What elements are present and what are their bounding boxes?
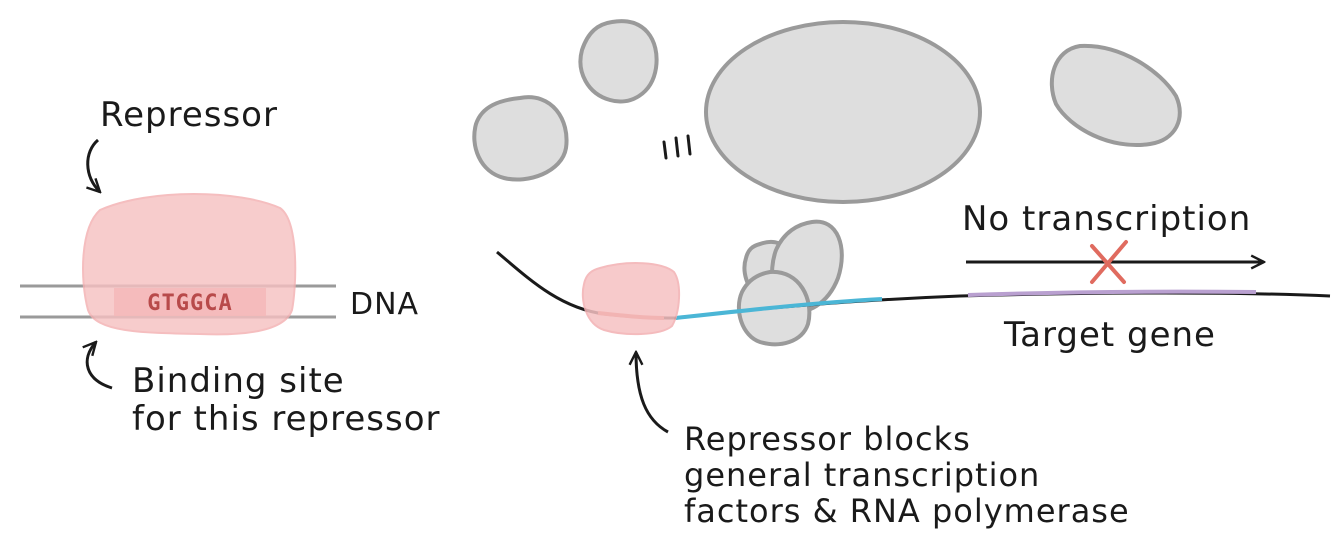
repressor-arrow — [88, 138, 100, 192]
blocks-label-line1: Repressor blocks — [684, 420, 971, 458]
binding-site-arrow — [87, 342, 113, 390]
right-panel: No transcription Target gene Repressor b… — [472, 19, 1331, 530]
binding-motif-text: GTGGCA — [147, 291, 232, 316]
rna-polymerase-blob — [704, 20, 982, 204]
protein-blob-small-left — [472, 95, 569, 182]
motion-marks — [662, 134, 692, 160]
blocked-x-icon — [1090, 240, 1128, 284]
target-gene-segment — [967, 289, 1257, 297]
target-gene-label: Target gene — [1003, 315, 1216, 355]
left-panel: GTGGCA Repressor DNA Binding site for th… — [20, 95, 441, 439]
promoter-segment — [675, 297, 883, 320]
bound-repressor-blob — [581, 262, 680, 336]
dna-label: DNA — [350, 287, 419, 322]
protein-blob-small-top — [578, 19, 659, 104]
binding-site-label-line2: for this repressor — [132, 399, 441, 439]
blocks-label-line3: factors & RNA polymerase — [684, 492, 1130, 530]
repressor-label: Repressor — [100, 95, 278, 135]
repressor-blob — [82, 193, 297, 336]
no-transcription-label: No transcription — [962, 199, 1251, 239]
blocks-label-line2: general transcription — [684, 456, 1040, 494]
protein-blob-right — [1049, 43, 1182, 147]
binding-site-label-line1: Binding site — [132, 361, 345, 401]
blocks-arrow — [636, 352, 669, 434]
